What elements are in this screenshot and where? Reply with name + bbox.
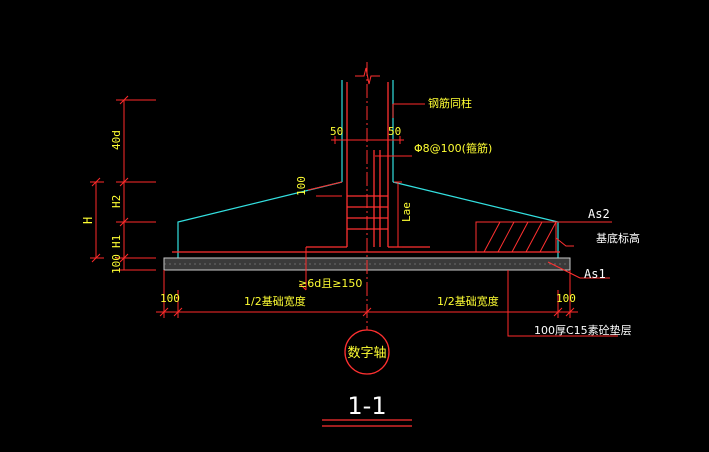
top-text: 钢筋同柱 xyxy=(428,96,472,110)
dim-40d: 40d xyxy=(110,130,123,150)
as2-label: As2 xyxy=(588,207,610,221)
section-title: 1-1 xyxy=(347,392,386,420)
column-rebars xyxy=(172,82,560,253)
as2-hatch xyxy=(475,221,612,279)
lae-dim xyxy=(394,181,402,248)
dim-50-left: 50 xyxy=(330,125,343,138)
dim-50-right: 50 xyxy=(388,125,401,138)
dim-100-left: 100 xyxy=(160,292,180,305)
anchor-note: ≥6d且≥150 xyxy=(298,277,362,290)
dim-100-bottom: 100 xyxy=(110,254,123,274)
as1-label: As1 xyxy=(584,267,606,281)
bottom-dims xyxy=(156,247,618,337)
dim-h: H xyxy=(81,217,95,224)
axis-bubble-label: 数字轴 xyxy=(347,346,386,361)
base-elevation-label: 基底标高 xyxy=(596,231,640,245)
top-cover-dims xyxy=(331,103,425,157)
bedding-note: 100厚C15素砼垫层 xyxy=(534,323,632,337)
left-dimensions xyxy=(90,95,156,271)
column-outline xyxy=(177,80,559,258)
lae-label: Lae xyxy=(400,202,413,222)
axis-bubble xyxy=(344,329,390,375)
dim-h2: H2 xyxy=(110,195,123,208)
half-width-left: 1/2基础宽度 xyxy=(244,294,306,308)
dim-100-slope: 100 xyxy=(295,176,308,196)
dim-100-right: 100 xyxy=(556,292,576,305)
section-title-underline xyxy=(322,419,412,427)
slope-dim xyxy=(307,181,343,197)
dim-h1: H1 xyxy=(110,235,123,248)
half-width-right: 1/2基础宽度 xyxy=(437,294,499,308)
stirrup-text: Φ8@100(箍筋) xyxy=(414,141,492,155)
